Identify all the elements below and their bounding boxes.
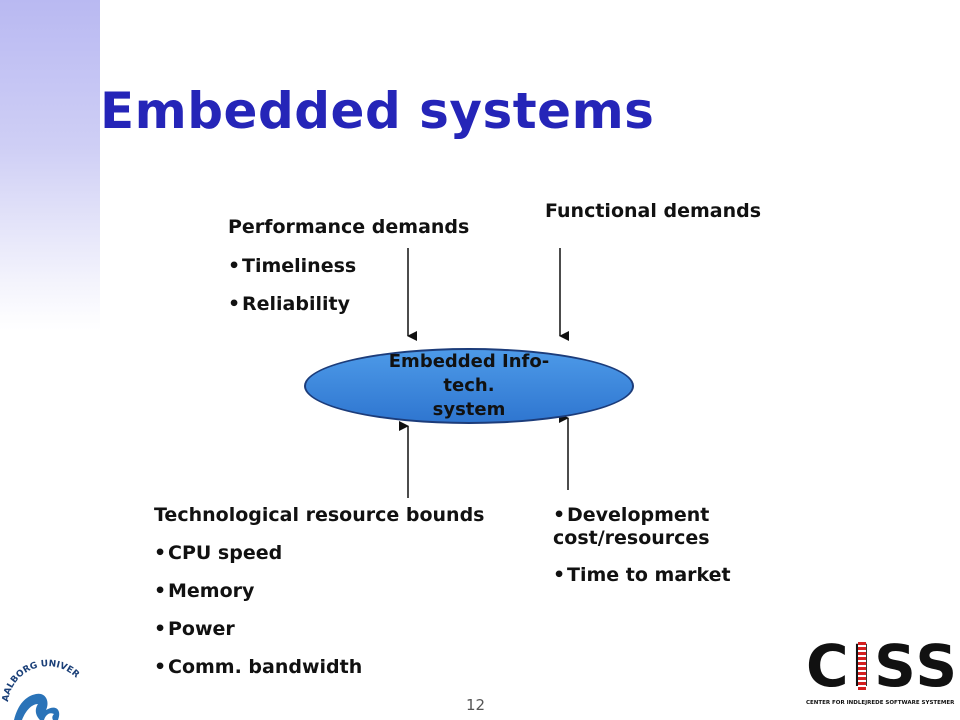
list-item: •Development cost/resources: [553, 504, 710, 549]
ciss-red-stripe: [858, 642, 866, 690]
list-item: •Memory: [154, 580, 255, 602]
list-item: •CPU speed: [154, 542, 283, 564]
performance-list: •Timeliness •Reliability: [228, 255, 356, 331]
aalborg-university-logo: AALBORG UNIVERSITY: [0, 632, 81, 720]
ciss-logo: CISS CENTER FOR INDLEJREDE SOFTWARE SYST…: [806, 636, 960, 720]
list-item: •Time to market: [553, 564, 731, 586]
list-item: •Power: [154, 618, 235, 640]
slide-title: Embedded systems: [100, 82, 655, 140]
list-item: •Reliability: [228, 293, 350, 315]
page-number: 12: [466, 696, 486, 714]
list-item: •Timeliness: [228, 255, 357, 277]
ciss-subtitle: CENTER FOR INDLEJREDE SOFTWARE SYSTEMER: [806, 700, 955, 706]
university-name-text: AALBORG UNIVERSITY: [0, 632, 81, 703]
svg-text:AALBORG UNIVERSITY: AALBORG UNIVERSITY: [0, 632, 81, 703]
technological-heading: Technological resource bounds: [154, 504, 485, 526]
development-list: •Development cost/resources •Time to mar…: [553, 504, 731, 602]
side-gradient-bar: [0, 0, 100, 330]
list-item: •Comm. bandwidth: [154, 656, 363, 678]
technological-list: •CPU speed •Memory •Power •Comm. bandwid…: [154, 542, 362, 694]
ciss-logo-text: CISS: [806, 632, 960, 700]
performance-demands-heading: Performance demands: [228, 216, 470, 238]
embedded-system-ellipse: Embedded Info-tech. system: [304, 348, 634, 424]
functional-demands-heading: Functional demands: [545, 200, 762, 222]
ellipse-label: Embedded Info-tech. system: [388, 351, 550, 420]
